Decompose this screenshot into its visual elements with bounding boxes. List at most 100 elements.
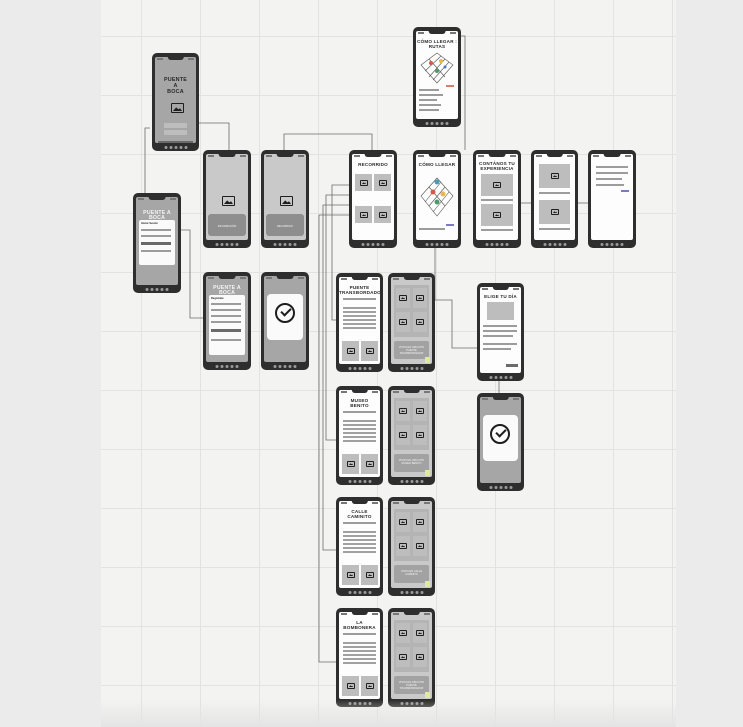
screen-place-gallery[interactable]: VISITA EN CIRCUITO PUENTE TRANSBORDADOR (388, 608, 435, 707)
repeat-password-field[interactable] (211, 321, 241, 323)
tour-tile-3[interactable] (355, 206, 372, 223)
confirm-day-button[interactable] (506, 364, 518, 367)
tab-bar[interactable] (348, 367, 371, 370)
photo-tile[interactable] (361, 565, 378, 585)
book-button[interactable] (425, 581, 430, 587)
gallery-photo[interactable] (413, 647, 427, 667)
screen-place-gallery[interactable]: VISITA EN CIRCUITO MUSEO BENITO (388, 386, 435, 485)
gallery-photo[interactable] (413, 536, 427, 556)
book-button[interactable] (425, 470, 430, 476)
gallery-photo[interactable] (396, 312, 410, 332)
register-submit-button[interactable] (211, 329, 241, 332)
visit-card[interactable]: VISITA EN CALLE CAMINITO (394, 565, 429, 583)
gallery-photo[interactable] (413, 288, 427, 308)
screen-elige-dia[interactable]: ELIGE TU DÍA (477, 283, 524, 381)
tour-tile-1[interactable] (355, 174, 372, 191)
password-field[interactable] (141, 235, 171, 237)
tab-bar[interactable] (425, 122, 449, 125)
gallery-photo[interactable] (396, 288, 410, 308)
screen-experiencia-texto[interactable] (588, 150, 636, 248)
tab-bar[interactable] (600, 243, 624, 246)
photo-tile[interactable] (342, 565, 359, 585)
photo-tile[interactable] (342, 676, 359, 696)
screen-place-detail[interactable]: PUENTE TRANSBORDADOR (336, 273, 383, 372)
route-row-3[interactable] (419, 99, 437, 101)
tour-tile-4[interactable] (374, 206, 391, 223)
book-button[interactable] (425, 692, 430, 698)
screen-register[interactable]: PUENTE A BOCA Registrate (203, 272, 251, 370)
screen-login[interactable]: PUENTE A BOCA Iniciar Sesión (133, 193, 181, 293)
tab-bar[interactable] (400, 480, 423, 483)
gallery-photo[interactable] (396, 536, 410, 556)
tab-bar[interactable] (348, 480, 371, 483)
route-row-4[interactable] (419, 104, 441, 106)
register-button[interactable] (164, 130, 187, 135)
screen-como-llegar[interactable]: CÓMO LLEGAR (413, 150, 461, 248)
password-field[interactable] (211, 315, 241, 317)
visit-card[interactable]: VISITA EN CIRCUITO MUSEO BENITO (394, 454, 429, 472)
submit-button[interactable] (621, 190, 629, 192)
photo-tile[interactable] (361, 454, 378, 474)
gallery-photo[interactable] (396, 647, 410, 667)
gallery-photo[interactable] (396, 512, 410, 532)
gallery-photo[interactable] (413, 623, 427, 643)
screen-experiencia[interactable]: CONTÁNOS TU EXPERIENCIA (473, 150, 521, 248)
gallery-photo[interactable] (396, 401, 410, 421)
photo-1[interactable] (539, 164, 570, 188)
tab-bar[interactable] (361, 243, 385, 246)
screen-como-llegar-rutas[interactable]: CÓMO LLEGAR : RUTAS (413, 27, 461, 127)
screen-place-detail[interactable]: MUSEO BENITO (336, 386, 383, 485)
screen-intro-informacion[interactable]: INFORMACIÓN (203, 150, 251, 248)
book-button[interactable] (425, 357, 430, 363)
tour-tile-2[interactable] (374, 174, 391, 191)
tab-bar[interactable] (273, 243, 297, 246)
route-row-2[interactable] (419, 94, 443, 96)
email-field[interactable] (141, 229, 171, 231)
gallery-photo[interactable] (396, 623, 410, 643)
tab-bar[interactable] (485, 243, 509, 246)
screen-confirm[interactable] (261, 272, 309, 370)
tab-bar[interactable] (489, 486, 512, 489)
gallery-photo[interactable] (413, 312, 427, 332)
photo-tile[interactable] (361, 341, 378, 361)
screen-intro-recorrido[interactable]: RECORRIDO (261, 150, 309, 248)
tab-bar[interactable] (348, 591, 371, 594)
login-submit-button[interactable] (141, 242, 171, 245)
name-field[interactable] (211, 303, 241, 305)
tab-bar[interactable] (215, 365, 239, 368)
login-button[interactable] (164, 123, 187, 128)
photo-upload-2[interactable] (481, 204, 513, 226)
gallery-photo[interactable] (413, 512, 427, 532)
gallery-photo[interactable] (396, 425, 410, 445)
screen-experiencia-fotos[interactable] (531, 150, 578, 248)
screen-confirm-2[interactable] (477, 393, 524, 491)
tab-bar[interactable] (273, 365, 297, 368)
photo-tile[interactable] (342, 454, 359, 474)
route-row-5[interactable] (419, 109, 439, 111)
tab-bar[interactable] (543, 243, 566, 246)
screen-place-detail[interactable]: CALLE CAMINITO (336, 497, 383, 596)
route-row-1[interactable] (419, 89, 439, 91)
calendar[interactable] (487, 302, 514, 320)
tab-bar[interactable] (489, 376, 512, 379)
screen-place-detail[interactable]: LA BOMBONERA (336, 608, 383, 707)
route-map[interactable] (419, 51, 455, 85)
visit-card[interactable]: VISITA EN CIRCUITO PUENTE TRANSBORDADOR (394, 341, 429, 359)
screen-recorrido[interactable]: RECORRIDO (349, 150, 397, 248)
location-map[interactable] (419, 174, 455, 220)
directions-button[interactable] (446, 224, 454, 226)
photo-tile[interactable] (342, 341, 359, 361)
gallery-photo[interactable] (413, 425, 427, 445)
screen-place-gallery[interactable]: VISITA EN CALLE CAMINITO (388, 497, 435, 596)
tab-bar[interactable] (425, 243, 449, 246)
photo-tile[interactable] (361, 676, 378, 696)
email-field[interactable] (211, 309, 241, 311)
visit-card[interactable]: VISITA EN CIRCUITO PUENTE TRANSBORDADOR (394, 676, 429, 694)
photo-upload-1[interactable] (481, 174, 513, 196)
tab-bar[interactable] (145, 288, 169, 291)
gallery-photo[interactable] (413, 401, 427, 421)
tab-bar[interactable] (215, 243, 239, 246)
social-login-row[interactable] (141, 250, 171, 252)
tab-bar[interactable] (164, 146, 187, 149)
screen-home[interactable]: PUENTE A BOCA (152, 53, 199, 151)
